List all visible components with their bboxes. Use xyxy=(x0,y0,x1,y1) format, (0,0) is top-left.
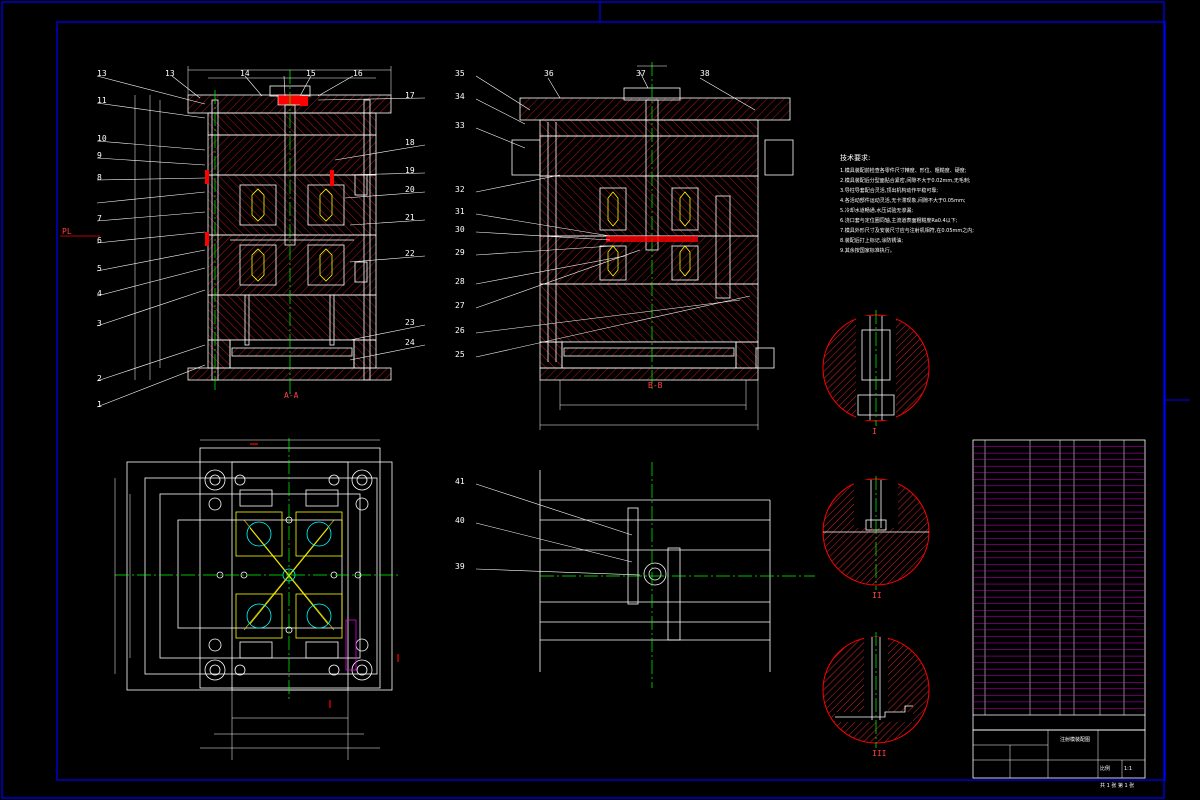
part-number: 1 xyxy=(97,400,102,409)
part-number: 13 xyxy=(165,69,175,78)
part-number: 38 xyxy=(700,69,710,78)
part-number: 27 xyxy=(455,301,465,310)
part-number: 14 xyxy=(240,69,250,78)
technical-requirements: 技术要求: 1.模具装配前检查各零件尺寸精度、形位、粗糙度、硬度; 2.模具装配… xyxy=(840,153,974,254)
part-number: 35 xyxy=(455,69,465,78)
sheet-count: 共 1 张 第 1 张 xyxy=(1100,782,1134,789)
part-number: 18 xyxy=(405,138,415,147)
part-number: 41 xyxy=(455,477,465,486)
part-number: 10 xyxy=(97,134,107,143)
part-number: 16 xyxy=(353,69,363,78)
part-number: 3 xyxy=(97,319,102,328)
side-top-clamp xyxy=(519,97,791,121)
bom-rows xyxy=(973,446,1145,709)
tech-req-line: 2.模具装配后分型面贴合紧密,间隙不大于0.02mm,无毛刺; xyxy=(840,177,971,184)
front-view-leaders-top: 13 14 15 16 xyxy=(165,69,363,99)
view-label-b: B-B xyxy=(648,381,663,390)
part-number: 22 xyxy=(405,249,415,258)
part-number: 26 xyxy=(455,326,465,335)
view-label-a: A-A xyxy=(284,391,299,400)
part-number: 19 xyxy=(405,166,415,175)
tech-req-line: 1.模具装配前检查各零件尺寸精度、形位、粗糙度、硬度; xyxy=(840,167,967,174)
tech-req-line: 5.冷却水道畅通,水压试验无渗漏; xyxy=(840,207,913,214)
part-number: 40 xyxy=(455,516,465,525)
tech-req-line: 4.各活动部件运动灵活,无卡滞现象,间隙不大于0.05mm; xyxy=(840,197,966,204)
core-plate xyxy=(207,234,377,296)
detail-view-2: II xyxy=(822,476,930,600)
tech-req-line: 6.浇口套与定位圈同轴,主流道表面粗糙度Ra0.4以下; xyxy=(840,217,958,224)
part-number: 34 xyxy=(455,92,465,101)
part-number: 32 xyxy=(455,185,465,194)
plan-view xyxy=(114,438,400,760)
spacer-block-right xyxy=(353,339,377,369)
part-number: 8 xyxy=(97,173,102,182)
part-number: 13 xyxy=(97,69,107,78)
part-number: 4 xyxy=(97,289,102,298)
ejector-plate xyxy=(231,347,353,357)
part-number: 5 xyxy=(97,264,102,273)
tech-req-title: 技术要求: xyxy=(840,153,870,162)
part-number: 33 xyxy=(455,121,465,130)
part-number: 7 xyxy=(97,214,102,223)
part-number: 28 xyxy=(455,277,465,286)
cavity-plate xyxy=(207,174,377,236)
part-number: 29 xyxy=(455,248,465,257)
detail-label: II xyxy=(872,591,882,600)
part-number: 9 xyxy=(97,151,102,160)
part-number: 25 xyxy=(455,350,465,359)
part-number: 23 xyxy=(405,318,415,327)
scale-label: 比例 xyxy=(1100,765,1110,772)
front-view-leaders-right: 17 18 19 20 21 22 23 24 xyxy=(317,91,426,361)
part-number: 2 xyxy=(97,374,102,383)
side-view-leaders: 35 34 33 32 31 30 29 28 27 26 25 36 37 3… xyxy=(455,69,756,390)
part-number-labels-left: 13 11 10 9 8 7 6 5 4 3 2 1 xyxy=(97,69,107,409)
scale-value: 1:1 xyxy=(1124,766,1132,772)
part-number: 17 xyxy=(405,91,415,100)
side-section-view xyxy=(511,62,794,430)
front-section-view xyxy=(60,66,392,395)
title-block: 注射模装配图 比例 1:1 共 1 张 第 1 张 xyxy=(972,729,1146,789)
support-plate xyxy=(207,294,377,341)
tech-req-line: 3.导柱导套配合灵活,顶出机构动作平稳可靠; xyxy=(840,187,938,194)
part-number: 15 xyxy=(306,69,316,78)
part-number: 21 xyxy=(405,213,415,222)
part-number: 20 xyxy=(405,185,415,194)
part-number: 39 xyxy=(455,562,465,571)
detail-label: I xyxy=(872,427,877,436)
detail-label: III xyxy=(872,749,887,758)
part-number: 37 xyxy=(636,69,646,78)
part-number: 36 xyxy=(544,69,554,78)
part-number: 11 xyxy=(97,96,107,105)
fixed-mold-plate xyxy=(207,134,377,176)
detail-view-1: I xyxy=(822,310,930,436)
drawing-name: 注射模装配图 xyxy=(1060,736,1090,743)
front-view-leaders-left: 13 11 10 9 8 7 6 5 4 3 2 1 PL xyxy=(62,69,206,409)
small-side-view: 41 40 39 xyxy=(455,462,815,688)
bottom-clamp-plate xyxy=(187,367,392,381)
tech-req-line: 7.模具外形尺寸及安装尺寸应与注射机相符,在0.05mm之内; xyxy=(840,227,974,234)
part-number: 30 xyxy=(455,225,465,234)
stripper-plate xyxy=(207,112,377,136)
part-number: 24 xyxy=(405,338,415,347)
flow-label: PL xyxy=(62,227,72,236)
part-number: 31 xyxy=(455,207,465,216)
spacer-block-left xyxy=(207,339,231,369)
detail-view-3: III xyxy=(822,632,930,758)
bill-of-materials xyxy=(972,439,1146,731)
part-number: 6 xyxy=(97,236,102,245)
tech-req-line: 8.装配后打上标记,涂防锈油; xyxy=(840,237,903,244)
tech-req-line: 9.其余按国家标准执行。 xyxy=(840,247,895,254)
